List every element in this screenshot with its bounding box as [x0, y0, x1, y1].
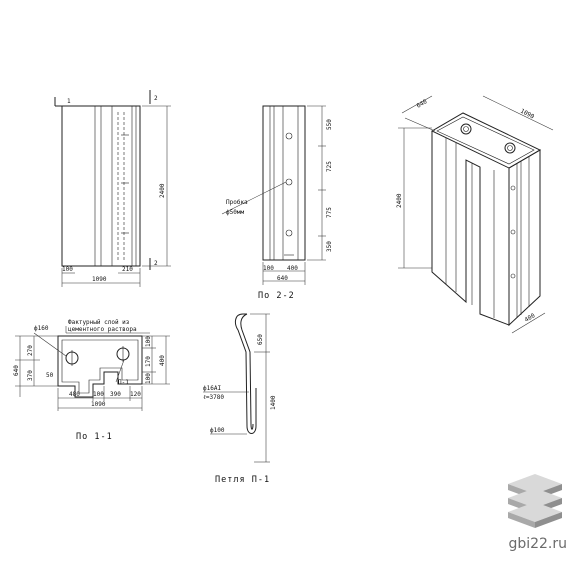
loop-length-label: ℓ=3780	[203, 394, 224, 401]
side-dim-right-1: 725	[326, 161, 333, 172]
stacked-slabs-icon	[508, 474, 562, 528]
loop-steel-label: ф16АI	[203, 385, 221, 392]
front-section-mark-left: 1	[67, 98, 71, 105]
section-facing-label-2: цементного раствора	[68, 326, 137, 333]
isometric-view: 640 1090 2400 400	[396, 95, 554, 334]
section-dim-left-upper: 270	[27, 345, 34, 356]
side-dim-right-0: 550	[326, 119, 333, 130]
section-bottom-dim-0: 480	[69, 391, 80, 398]
watermark-site: gbi22.ru	[508, 536, 567, 552]
section-dim-right-2: 170	[145, 356, 152, 367]
side-width-dim: 640	[277, 275, 288, 282]
section-dim-right-3: 100	[145, 373, 152, 384]
section-dim-right-1: 100	[145, 336, 152, 347]
side-view: Пробка ф50мм 100 400 640 По 2-2 550 725 …	[221, 105, 333, 301]
front-section-mark-top: 2	[154, 95, 158, 102]
loop-hook-label: ф100	[210, 427, 225, 434]
side-plug-label-1: Пробка	[226, 199, 248, 206]
iso-dim-height: 2400	[396, 193, 403, 208]
section-small-dim: 50	[46, 372, 54, 379]
loop-view: 650 1400 ф16АI ℓ=3780 ф100 Петля П-1	[203, 313, 277, 485]
loop-height-dim: 1400	[270, 395, 277, 410]
side-dim-right-2: 775	[326, 207, 333, 218]
front-width-dim: 1090	[92, 276, 107, 283]
section-diameter-label: ф160	[34, 325, 49, 332]
side-small-dim-1: 100	[263, 265, 274, 272]
front-height-dim: 2400	[159, 183, 166, 198]
side-caption: По 2-2	[258, 291, 295, 301]
loop-top-dim: 650	[257, 334, 264, 345]
section-view: Фактурный слой из цементного раствора ф1…	[13, 319, 170, 442]
side-small-dim-2: 400	[287, 265, 298, 272]
iso-dim-depth: 640	[416, 98, 429, 110]
side-plug-label-2: ф50мм	[226, 209, 244, 216]
iso-dim-bottom: 400	[524, 312, 537, 324]
section-loop-mark: П-1	[118, 379, 129, 386]
section-caption: По 1-1	[76, 432, 113, 442]
section-dim-left-total: 640	[13, 365, 20, 376]
iso-dim-width: 1090	[519, 108, 535, 121]
side-dim-right-3: 350	[326, 241, 333, 252]
section-bottom-dim-2: 390	[110, 391, 121, 398]
section-facing-label-1: Фактурный слой из	[68, 319, 130, 326]
section-dim-left-lower: 370	[27, 370, 34, 381]
section-dim-right-total: 400	[159, 355, 166, 366]
section-bottom-dim-3: 120	[130, 391, 141, 398]
section-total-width: 1090	[91, 401, 106, 408]
section-bottom-dim-1: 100	[93, 391, 104, 398]
front-section-mark-bottom: 2	[154, 260, 158, 267]
loop-caption: Петля П-1	[215, 475, 270, 485]
front-right-small-dim: 210	[122, 266, 133, 273]
front-view: 1 2 2 100 210 1090 2400	[54, 90, 171, 287]
front-left-small-dim: 100	[62, 266, 73, 273]
